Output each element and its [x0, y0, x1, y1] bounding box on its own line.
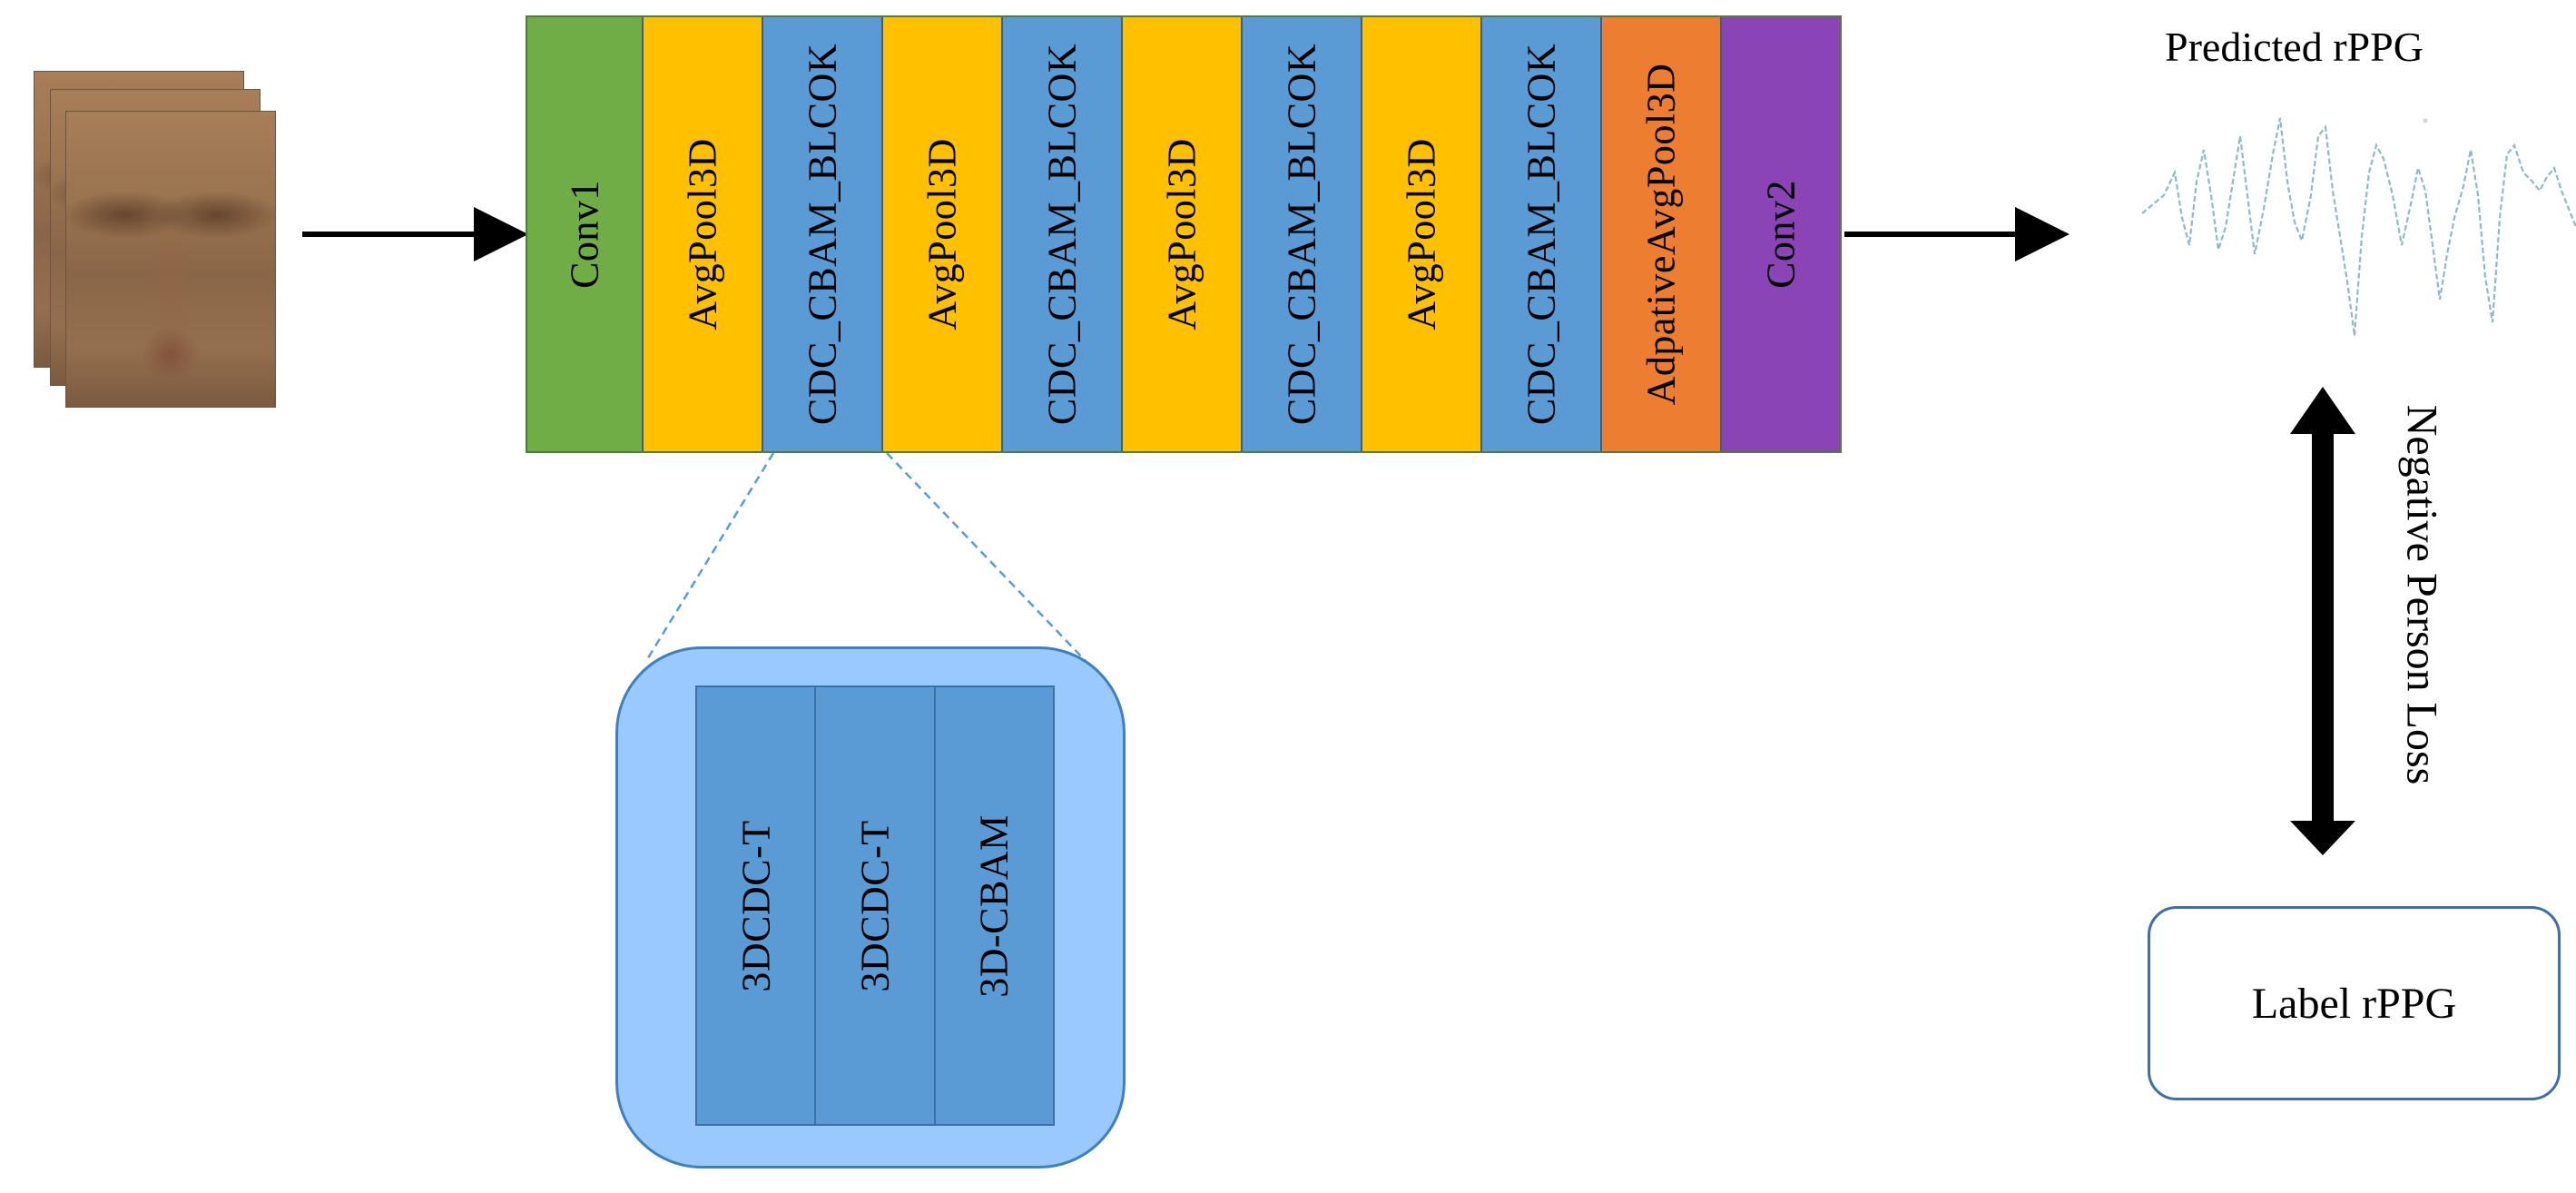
- pipeline-block-label: Conv1: [562, 180, 607, 289]
- pipeline-block-label: CDC_CBAM_BLCOK: [1279, 43, 1324, 426]
- pipeline-block-9: CDC_CBAM_BLCOK: [1482, 17, 1602, 451]
- detail-cell-label: 3DCDC-T: [852, 819, 898, 992]
- detail-cell-3: 3D-CBAM: [936, 687, 1053, 1124]
- zoom-line-right: [886, 452, 1086, 662]
- predicted-rppg-title: Predicted rPPG: [2165, 24, 2424, 70]
- pipeline-block-8: AvgPool3D: [1362, 17, 1482, 451]
- signal-end-dot: [2423, 118, 2428, 123]
- pipeline-block-11: Conv2: [1722, 17, 1840, 451]
- detail-cell-label: 3DCDC-T: [733, 819, 779, 992]
- label-rppg-box: Label rPPG: [2148, 906, 2561, 1100]
- predicted-rppg-signal: [2141, 117, 2576, 337]
- pipeline-block-label: AvgPool3D: [1399, 138, 1444, 330]
- pipeline-block-label: CDC_CBAM_BLCOK: [800, 43, 845, 426]
- pipeline-block-4: AvgPool3D: [883, 17, 1003, 451]
- pipeline-block-7: CDC_CBAM_BLCOK: [1243, 17, 1362, 451]
- pipeline-block-label: AdpativeAvgPool3D: [1638, 63, 1684, 406]
- face-frame-front: [65, 111, 276, 408]
- cdc-cbam-detail-blocks: 3DCDC-T 3DCDC-T 3D-CBAM: [695, 685, 1055, 1126]
- detail-cell-1: 3DCDC-T: [697, 687, 817, 1124]
- pipeline-block-2: AvgPool3D: [644, 17, 763, 451]
- network-pipeline: Conv1 AvgPool3D CDC_CBAM_BLCOK AvgPool3D CDC…: [526, 15, 1842, 453]
- detail-cell-label: 3D-CBAM: [971, 813, 1017, 998]
- pipeline-block-3: CDC_CBAM_BLCOK: [763, 17, 883, 451]
- pipeline-block-label: CDC_CBAM_BLCOK: [1039, 43, 1085, 426]
- pipeline-block-10: AdpativeAvgPool3D: [1602, 17, 1722, 451]
- pipeline-block-label: CDC_CBAM_BLCOK: [1519, 43, 1564, 426]
- pipeline-block-label: Conv2: [1758, 180, 1804, 289]
- zoom-line-left: [644, 452, 775, 662]
- loss-label: Negative Person Loss: [2397, 404, 2446, 785]
- label-rppg-text: Label rPPG: [2251, 979, 2457, 1028]
- pipeline-block-label: AvgPool3D: [680, 138, 725, 330]
- detail-cell-2: 3DCDC-T: [816, 687, 936, 1124]
- pipeline-block-5: CDC_CBAM_BLCOK: [1003, 17, 1123, 451]
- loss-double-arrow: [2290, 387, 2355, 855]
- pipeline-block-label: AvgPool3D: [1159, 138, 1204, 330]
- pipeline-block-label: AvgPool3D: [919, 138, 965, 330]
- pipeline-block-1: Conv1: [527, 17, 644, 451]
- pipeline-block-6: AvgPool3D: [1123, 17, 1243, 451]
